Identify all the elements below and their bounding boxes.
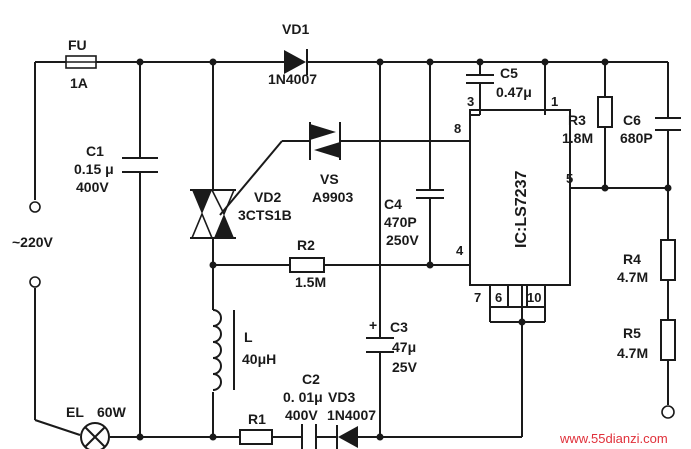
capacitor-c1 [122, 157, 158, 173]
c5-ref: C5 [500, 65, 518, 81]
c4-ref: C4 [384, 196, 402, 212]
capacitor-c3 [366, 337, 394, 353]
r2-value: 1.5M [295, 274, 326, 290]
junction-dots [136, 58, 672, 441]
ic-pin-10: 10 [527, 290, 541, 305]
l-ref: L [244, 329, 253, 345]
ic-pin-8: 8 [454, 121, 461, 136]
ic-pin-5: 5 [566, 171, 573, 186]
watermark: www.55dianzi.com [559, 431, 668, 446]
ic-pin-3: 3 [467, 94, 474, 109]
c2-ref: C2 [302, 371, 320, 387]
ic-pin-1: 1 [551, 94, 558, 109]
fuse-fu [65, 55, 97, 69]
c1-ref: C1 [86, 143, 104, 159]
c1-value: 0.15 μ [74, 161, 114, 177]
vs-ref: VS [320, 171, 339, 187]
vd2-ref: VD2 [254, 189, 281, 205]
c4-voltage: 250V [386, 232, 419, 248]
vd3-ref: VD3 [328, 389, 355, 405]
diode-vd3 [336, 425, 358, 449]
resistor-r2 [289, 257, 325, 273]
ic-ref: IC:LS7237 [513, 171, 530, 248]
c3-ref: C3 [390, 319, 408, 335]
c2-voltage: 400V [285, 407, 318, 423]
diode-vd1 [284, 49, 308, 75]
wires [34, 61, 669, 438]
vd3-part: 1N4007 [327, 407, 376, 423]
c1-voltage: 400V [76, 179, 109, 195]
fuse-ref: FU [68, 37, 87, 53]
resistor-r1 [239, 429, 273, 445]
c4-value: 470P [384, 214, 417, 230]
capacitor-c2 [301, 424, 317, 449]
resistor-r4 [660, 239, 676, 281]
c3-polarity: + [369, 317, 377, 333]
capacitor-c5 [466, 74, 494, 84]
component-labels: FU 1A VD1 1N4007 C1 0.15 μ 400V VD2 3CTS… [12, 21, 653, 427]
vd1-part: 1N4007 [268, 71, 317, 87]
ic-pin-4: 4 [456, 243, 464, 258]
r2-ref: R2 [297, 237, 315, 253]
capacitor-c6 [655, 117, 681, 131]
triac-vd2 [190, 189, 236, 239]
diac-vs [309, 122, 341, 160]
ic-ls7237 [469, 109, 571, 310]
c6-value: 680P [620, 130, 653, 146]
resistor-r5 [660, 319, 676, 361]
r5-value: 4.7M [617, 345, 648, 361]
vs-part: A9903 [312, 189, 353, 205]
c2-value: 0. 01μ [283, 389, 323, 405]
supply-terminals [29, 201, 675, 419]
ic-pin-7: 7 [474, 290, 481, 305]
r3-ref: R3 [568, 112, 586, 128]
r4-value: 4.7M [617, 269, 648, 285]
r5-ref: R5 [623, 325, 641, 341]
supply-label: ~220V [12, 234, 54, 250]
el-ref: EL [66, 404, 84, 420]
r1-ref: R1 [248, 411, 266, 427]
ic-pin-6: 6 [495, 290, 502, 305]
r3-value: 1.8M [562, 130, 593, 146]
ic-labels: IC:LS7237 8 4 3 1 5 7 6 10 [454, 94, 573, 305]
l-value: 40μH [242, 351, 276, 367]
c5-value: 0.47μ [496, 84, 532, 100]
c3-voltage: 25V [392, 359, 418, 375]
vd2-part: 3CTS1B [238, 207, 292, 223]
resistor-r3 [597, 96, 613, 128]
inductor-l [212, 309, 235, 391]
fuse-value: 1A [70, 75, 88, 91]
c3-value: 47μ [392, 339, 416, 355]
el-value: 60W [97, 404, 127, 420]
c6-ref: C6 [623, 112, 641, 128]
r4-ref: R4 [623, 251, 641, 267]
lamp-el [80, 422, 110, 449]
vd1-ref: VD1 [282, 21, 309, 37]
capacitor-c4 [416, 189, 444, 199]
